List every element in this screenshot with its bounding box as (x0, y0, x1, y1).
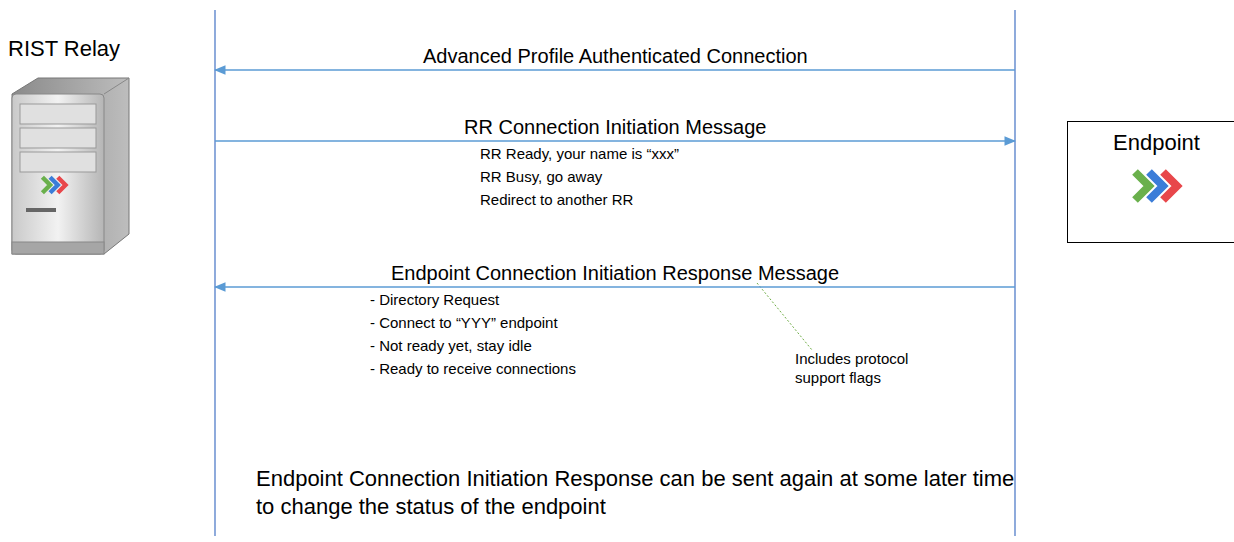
message-option: Redirect to another RR (480, 191, 633, 208)
message-option: - Directory Request (370, 291, 499, 308)
server-illustration (8, 74, 133, 259)
relay-lifeline (214, 10, 215, 536)
message-arrow (215, 286, 1015, 287)
rist-logo (1127, 166, 1187, 206)
message-option: RR Busy, go away (480, 168, 602, 185)
message-label: Endpoint Connection Initiation Response … (391, 262, 839, 285)
message-option: - Connect to “YYY” endpoint (370, 314, 558, 331)
leader-line (757, 283, 812, 350)
message-option: - Ready to receive connections (370, 360, 576, 377)
message-option: RR Ready, your name is “xxx” (480, 145, 679, 162)
message-label: Advanced Profile Authenticated Connectio… (423, 45, 808, 68)
node-title: Endpoint (1068, 130, 1234, 156)
endpoint-lifeline (1014, 10, 1015, 536)
footnote: Endpoint Connection Initiation Response … (256, 465, 1016, 520)
endpoint-box: Endpoint (1067, 121, 1234, 243)
message-arrow (215, 69, 1015, 70)
message-arrow (215, 140, 1015, 141)
relay-server: RIST Relay (8, 36, 178, 259)
message-option: - Not ready yet, stay idle (370, 337, 532, 354)
node-title: RIST Relay (8, 36, 178, 62)
message-label: RR Connection Initiation Message (464, 116, 766, 139)
callout-note: Includes protocol support flags (795, 350, 915, 388)
